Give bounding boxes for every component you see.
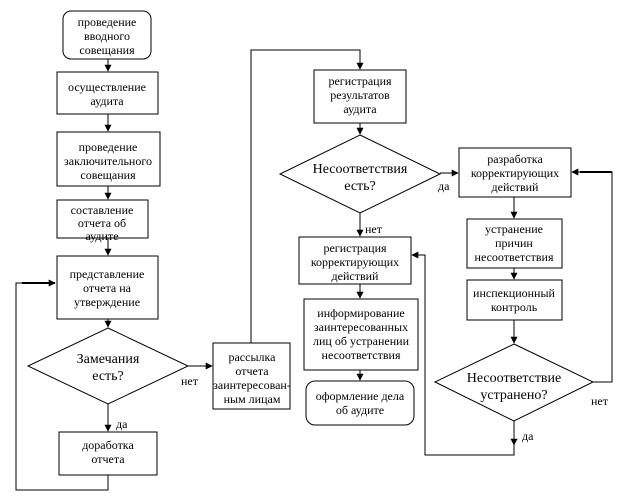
label-d3-yes: да [522,429,534,443]
label-d1-no: нет [181,374,199,388]
arrow-d3-n12-loop [571,168,613,383]
label-d3-no: нет [591,394,609,408]
label-d2-yes: да [438,179,450,193]
label-d1-yes: да [116,417,128,431]
label-d2-no: нет [365,222,383,236]
branch-labels: нет да да нет нет да [116,179,609,443]
arrow-n7-n8 [250,49,364,343]
connectors [15,49,613,491]
